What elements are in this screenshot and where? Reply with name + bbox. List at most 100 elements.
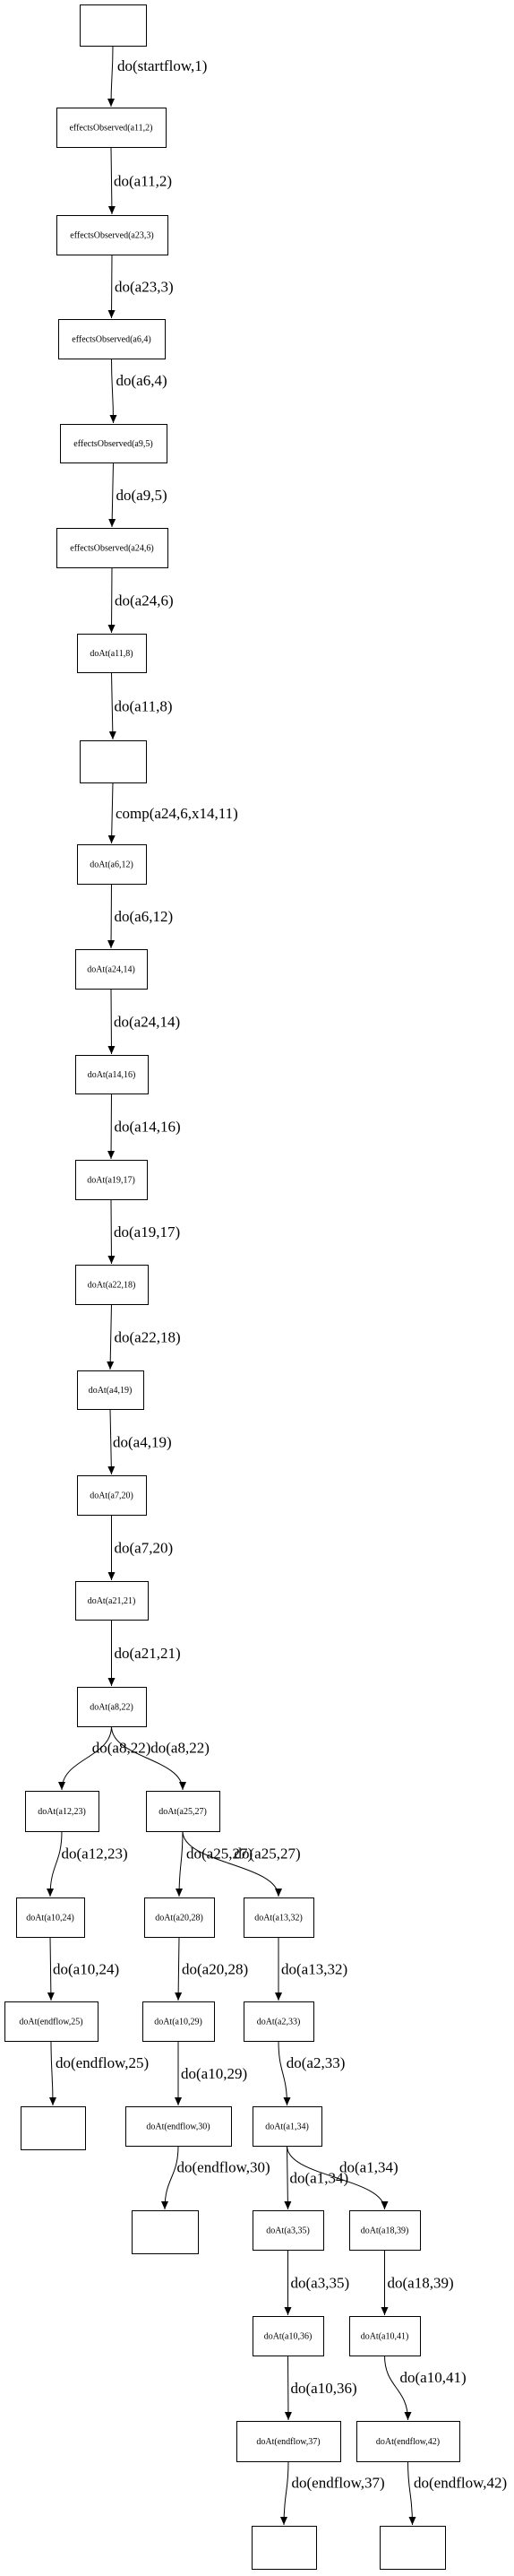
node-label: doAt(endflow,42): [376, 2437, 440, 2447]
node-rect: [253, 2210, 324, 2251]
edge-label: do(a7,20): [115, 1540, 174, 1557]
edge-label: do(a6,4): [116, 372, 167, 389]
edge-arrow: [287, 2145, 389, 2210]
node-rect: [75, 1160, 148, 1200]
node-label: effectsObserved(a11,2): [69, 124, 152, 134]
edge-label: do(a23,3): [115, 279, 174, 296]
edge-label: do(a24,14): [114, 1014, 180, 1031]
edge: do(endflow,25): [48, 2040, 149, 2106]
node-label: effectsObserved(a6,4): [72, 335, 150, 345]
node-label: effectsObserved(a23,3): [70, 231, 153, 241]
edge: do(a20,28): [175, 1936, 248, 2001]
node-box: doAt(a14,16): [75, 1055, 149, 1094]
node-label: doAt(a10,41): [361, 2332, 409, 2342]
node-rect: [253, 2106, 322, 2147]
edge-label: comp(a24,6,x14,11): [116, 805, 238, 822]
edge-label: do(a9,5): [116, 487, 167, 504]
node-rect: [253, 2316, 324, 2356]
edge-label: do(a25,27): [235, 1846, 301, 1863]
node-box: doAt(a1,34): [253, 2106, 322, 2147]
edge-arrow: [175, 1936, 183, 2001]
edge: do(a3,35): [284, 2250, 350, 2315]
edge-label: do(a20,28): [182, 1961, 248, 1978]
edge: do(a18,39): [381, 2250, 454, 2315]
node-rect: [349, 2316, 421, 2356]
node-box: doAt(a21,21): [75, 1581, 149, 1621]
edge-arrow: [107, 988, 116, 1055]
edge-label: do(a10,41): [400, 2369, 467, 2386]
node-box: doAt(a20,28): [144, 1897, 215, 1938]
edge-arrow: [284, 2355, 292, 2421]
node-rect: [16, 1897, 85, 1938]
node-rect: [132, 2210, 199, 2254]
edge-label: do(a13,32): [281, 1961, 347, 1978]
node-rect: [75, 949, 148, 990]
edge-label: do(a19,17): [114, 1223, 180, 1240]
node-rect: [236, 2421, 341, 2462]
edge: do(a24,14): [107, 988, 180, 1055]
node-rect: [60, 424, 167, 463]
edge-label: do(a18,39): [388, 2275, 454, 2292]
node-box: doAt(a2,33): [244, 2001, 314, 2042]
node-rect: [77, 844, 147, 885]
node-rect: [146, 1791, 220, 1832]
node-label: doAt(a8,22): [90, 1703, 133, 1713]
edge-arrow: [58, 1725, 112, 1791]
edge-label: do(startflow,1): [117, 57, 207, 74]
edge: do(a1,34): [287, 2145, 398, 2210]
node-label: effectsObserved(a9,5): [73, 439, 152, 449]
edge: do(a10,29): [175, 2041, 247, 2105]
edge-arrow: [161, 2145, 179, 2210]
node-box: doAt(a10,41): [349, 2316, 421, 2356]
edge: do(a9,5): [108, 462, 167, 528]
node-rect: [77, 1687, 147, 1727]
edge-arrow: [47, 1830, 63, 1897]
edge-arrow: [108, 462, 116, 528]
edge: do(a19,17): [107, 1198, 180, 1265]
node-box: doAt(a7,20): [77, 1475, 147, 1516]
edge-label: do(a11,2): [114, 173, 172, 190]
edge: do(a10,41): [384, 2355, 467, 2421]
node-label: doAt(a10,36): [264, 2332, 313, 2342]
node-label: doAt(a12,23): [38, 1807, 86, 1817]
node-label: doAt(a2,33): [257, 2018, 301, 2027]
edge: do(a11,8): [108, 671, 173, 740]
node-box: doAt(a6,12): [77, 844, 147, 885]
node-label: doAt(a21,21): [88, 1596, 136, 1606]
edge: do(a12,23): [47, 1830, 128, 1897]
node-label: doAt(a20,28): [155, 1914, 203, 1923]
node-box: effectsObserved(a24,6): [56, 528, 168, 568]
node-rect: [77, 1475, 147, 1516]
node-box: effectsObserved(a11,2): [56, 108, 167, 148]
edge-label: do(endflow,42): [414, 2475, 507, 2492]
node-box: [80, 740, 147, 783]
edge-label: do(a11,8): [115, 698, 173, 715]
node-rect: [75, 1265, 149, 1305]
node-rect: [75, 1055, 149, 1094]
node-rect: [356, 2421, 460, 2462]
node-rect: [25, 1791, 99, 1832]
node-box: doAt(a12,23): [25, 1791, 99, 1832]
edge-label: do(a1,34): [290, 2170, 349, 2187]
edge: do(a13,32): [275, 1937, 347, 2001]
node-box: doAt(a10,36): [253, 2316, 324, 2356]
node-rect: [244, 1897, 314, 1938]
node-rect: [75, 1581, 149, 1621]
node-box: [252, 2526, 317, 2570]
node-box: [80, 4, 147, 47]
edge-label: do(a21,21): [115, 1645, 181, 1662]
node-rect: [56, 108, 167, 148]
edge: do(a7,20): [107, 1515, 174, 1580]
edge: do(endflow,37): [280, 2460, 385, 2526]
edge-label: do(a3,35): [291, 2275, 350, 2292]
node-box: doAt(endflow,37): [236, 2421, 341, 2462]
node-rect: [349, 2210, 421, 2251]
node-box: doAt(endflow,25): [4, 2001, 99, 2042]
node-label: doAt(endflow,30): [146, 2122, 210, 2132]
node-label: doAt(a24,14): [87, 965, 135, 975]
edge-arrow: [107, 1303, 115, 1370]
edge-label: do(a2,33): [287, 2054, 346, 2071]
node-rect: [125, 2106, 232, 2147]
node-rect: [380, 2526, 446, 2570]
edge-arrow: [109, 358, 117, 424]
